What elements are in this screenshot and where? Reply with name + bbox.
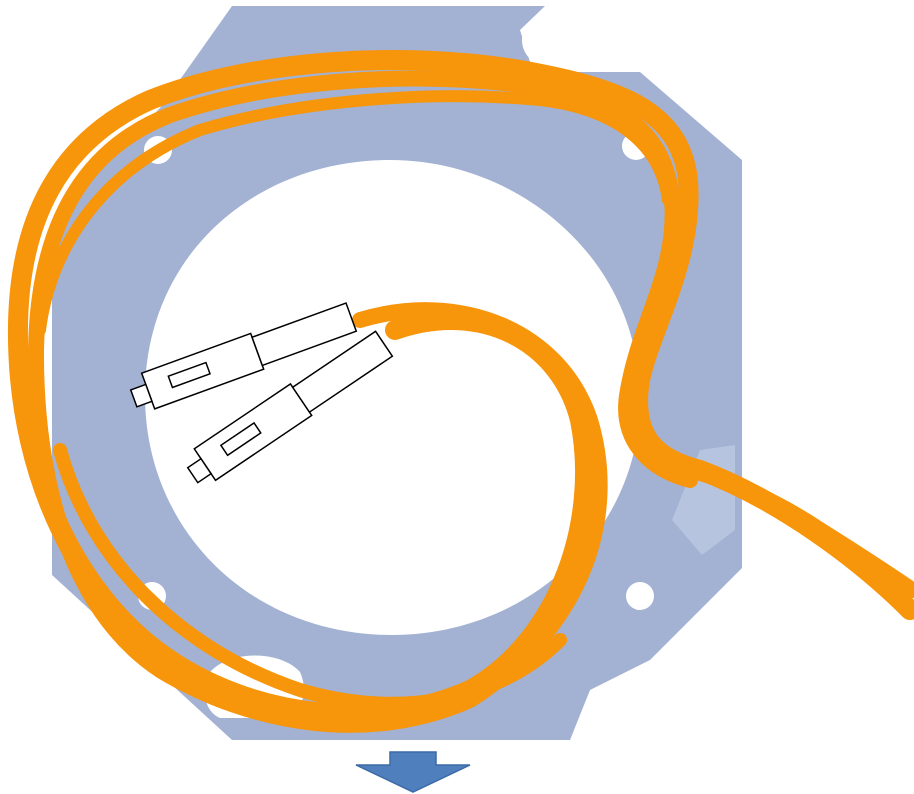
sc-connector-upper — [129, 302, 358, 410]
fiber-tail — [642, 452, 914, 598]
sc-connector-lower — [186, 330, 394, 484]
fiber-strand-outer — [7, 50, 914, 724]
down-arrow-icon — [355, 751, 471, 793]
fiber-strand-third — [34, 90, 674, 336]
plate-notch — [522, 14, 574, 66]
fiber-cable-loop — [7, 50, 914, 733]
fiber-strand-lower — [53, 443, 567, 711]
mounting-hole — [626, 582, 654, 610]
connector-pair — [129, 302, 394, 484]
plate-body — [52, 6, 742, 740]
next-step-arrow — [355, 751, 471, 793]
